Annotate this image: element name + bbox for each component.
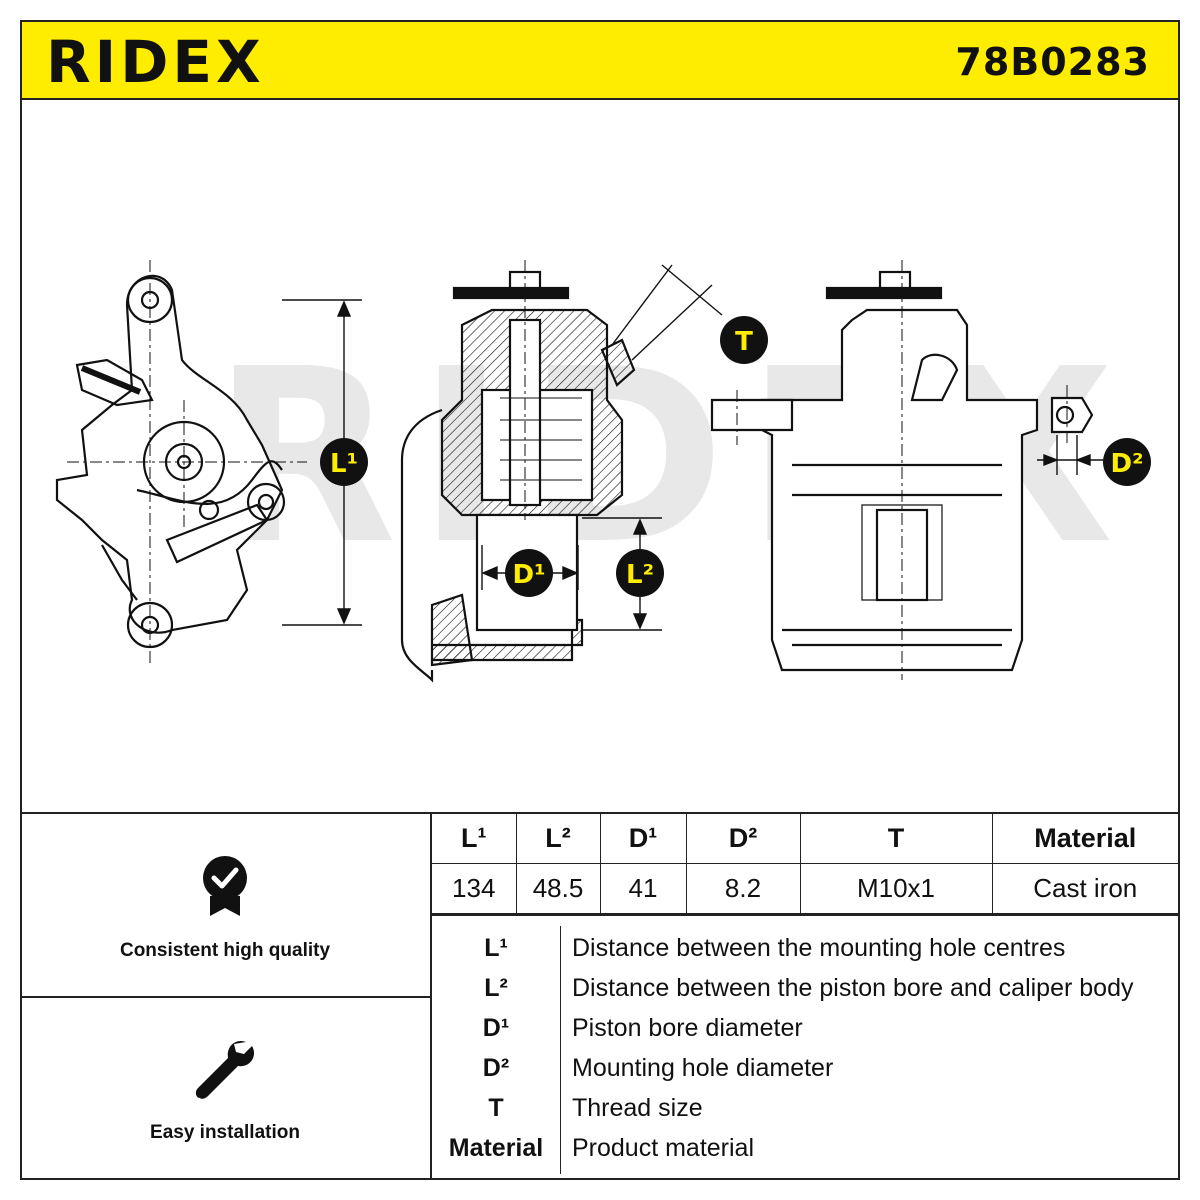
legend-description: Distance between the piston bore and cal… [572, 974, 1134, 1002]
spec-header-row: L¹ L² D¹ D² T Material [432, 814, 1178, 864]
legend-row: D¹ Piston bore diameter [432, 1008, 1180, 1048]
legend-description: Mounting hole diameter [572, 1054, 834, 1082]
wrench-icon [195, 1040, 255, 1099]
spec-table: L¹ L² D¹ D² T Material 134 48.5 41 8.2 M… [432, 812, 1180, 914]
part-number: 78B0283 [955, 40, 1150, 84]
spec-header-d1: D¹ [599, 814, 687, 864]
badge-d1 [505, 549, 553, 597]
badge-l2-label: L² [626, 560, 654, 590]
quality-badge-icon [203, 856, 247, 916]
spec-value-row: 134 48.5 41 8.2 M10x1 Cast iron [432, 863, 1178, 914]
badge-l1-label: L¹ [330, 449, 358, 479]
feature-installation: Easy installation [20, 998, 430, 1180]
spec-value-material: Cast iron [991, 863, 1178, 914]
caliper-side-view [55, 260, 307, 665]
spec-value-t: M10x1 [799, 863, 993, 914]
spec-header-material: Material [991, 814, 1178, 864]
legend-row: L¹ Distance between the mounting hole ce… [432, 928, 1180, 968]
badge-d2 [1103, 438, 1151, 486]
badge-t [720, 316, 768, 364]
spec-value-d1: 41 [599, 863, 687, 914]
legend-row: L² Distance between the piston bore and … [432, 968, 1180, 1008]
spec-header-l2: L² [515, 814, 601, 864]
feature-quality: Consistent high quality [20, 814, 430, 998]
dimension-legend: L¹ Distance between the mounting hole ce… [432, 914, 1180, 1180]
dimension-d2 [1037, 435, 1107, 475]
spec-value-l1: 134 [432, 863, 517, 914]
feature-quality-label: Consistent high quality [119, 940, 331, 961]
header-bar: RIDEX 78B0283 [20, 20, 1180, 100]
features-panel: Consistent high quality Easy installatio… [20, 812, 432, 1180]
badge-l2 [616, 549, 664, 597]
legend-description: Thread size [572, 1094, 703, 1122]
legend-symbol: T [488, 1094, 504, 1122]
legend-description: Piston bore diameter [572, 1014, 803, 1042]
legend-row: D² Mounting hole diameter [432, 1048, 1180, 1088]
caliper-technical-drawing: RIDEX [22, 100, 1178, 812]
legend-symbol: D¹ [482, 1014, 510, 1042]
legend-description: Distance between the mounting hole centr… [572, 934, 1066, 962]
spec-header-d2: D² [685, 814, 801, 864]
legend-symbol: D² [482, 1054, 510, 1082]
legend-description: Product material [572, 1134, 755, 1162]
spec-header-l1: L¹ [432, 814, 517, 864]
legend-symbol: L¹ [484, 934, 508, 962]
caliper-front-view [710, 260, 1094, 680]
legend-symbol: Material [448, 1134, 544, 1162]
legend-symbol: L² [484, 974, 508, 1002]
brand-logo: RIDEX [46, 28, 265, 96]
badge-t-label: T [735, 327, 753, 357]
spec-value-l2: 48.5 [515, 863, 601, 914]
feature-installation-label: Easy installation [150, 1122, 300, 1143]
badge-d1-label: D¹ [513, 560, 546, 590]
legend-row: T Thread size [432, 1088, 1180, 1128]
dimension-t [611, 264, 723, 361]
badge-d2-label: D² [1111, 449, 1144, 479]
spec-header-t: T [799, 814, 993, 864]
legend-row: Material Product material [432, 1128, 1180, 1168]
badge-l1 [320, 438, 368, 486]
spec-value-d2: 8.2 [685, 863, 801, 914]
legend-divider [560, 926, 561, 1174]
